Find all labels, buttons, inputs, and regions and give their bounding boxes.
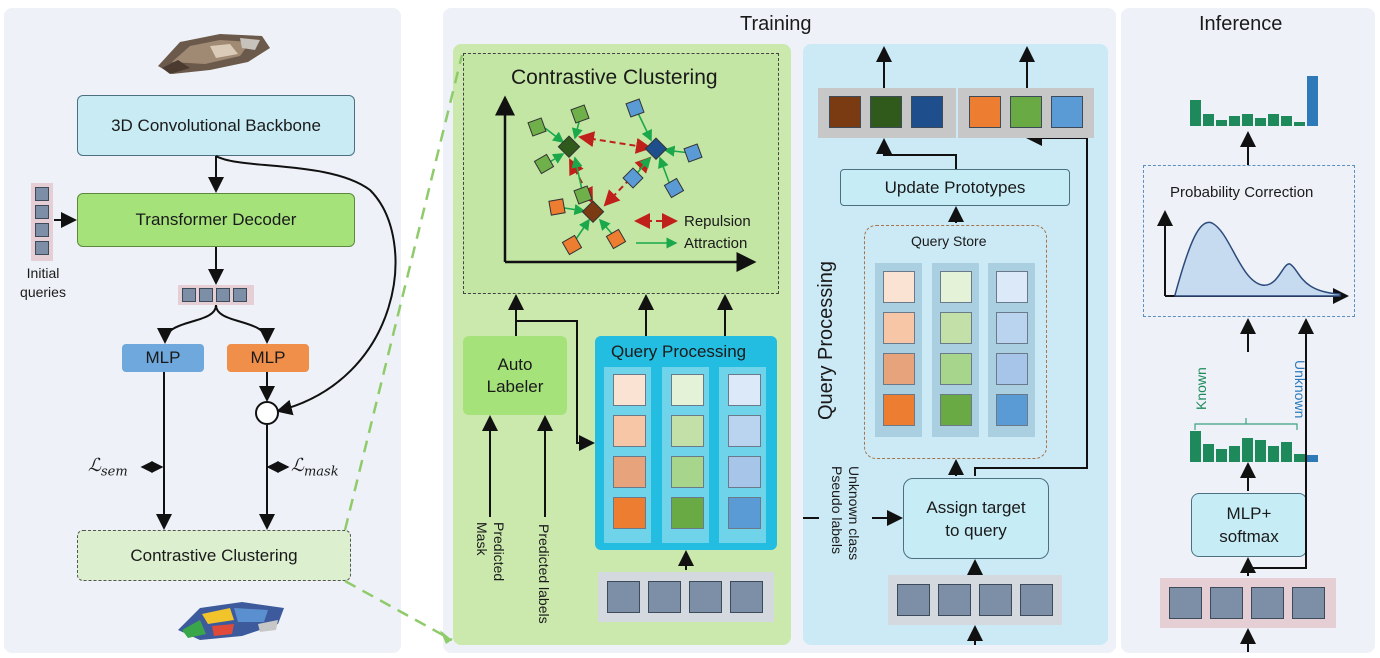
store-square [996, 271, 1028, 303]
dot-product-circle [255, 401, 279, 425]
left-arrows [54, 155, 397, 530]
softmax-histogram-bar [1229, 446, 1240, 462]
query-square [671, 456, 704, 488]
loss-symbol: ℒ [88, 455, 101, 476]
softmax-histogram-bar [1203, 444, 1214, 462]
prototype-square [1051, 96, 1083, 128]
output-histogram-bar [1255, 118, 1266, 126]
output-histogram-bar [1229, 116, 1240, 126]
query-square [979, 584, 1012, 616]
loss-sem-label: ℒsem [88, 455, 128, 480]
store-square [883, 353, 915, 385]
query-square [728, 456, 761, 488]
inference-title: Inference [1199, 13, 1283, 35]
training-title: Training [740, 13, 812, 35]
initial-queries-label: Initial queries [20, 265, 66, 300]
softmax-histogram-bar [1281, 442, 1292, 462]
loss-mask-subscript: mask [303, 464, 339, 480]
output-histogram-bar [1242, 114, 1253, 126]
query-square [1020, 584, 1053, 616]
store-square [940, 394, 972, 426]
output-histogram-bar [1203, 114, 1214, 126]
softmax-histogram-bar [1190, 431, 1201, 462]
update-prototypes-box: Update Prototypes [840, 169, 1070, 206]
assign-target-box: Assign target to query [903, 478, 1049, 559]
auto-labeler-box: Auto Labeler [463, 336, 567, 415]
softmax-histogram-bar [1268, 446, 1279, 462]
query-square [938, 584, 971, 616]
point-cloud-output-image [178, 602, 284, 640]
query-square [730, 581, 763, 613]
softmax-histogram-bar [1216, 449, 1227, 462]
repulsion-label: Repulsion [684, 213, 751, 230]
contrastive-clustering-box: Contrastive Clustering [77, 530, 351, 581]
prototype-square [911, 96, 943, 128]
query-square [1169, 587, 1202, 619]
query-store-box [864, 225, 1047, 459]
store-square [996, 312, 1028, 344]
query-square [607, 581, 640, 613]
softmax-histogram-bar [1294, 454, 1305, 462]
output-histogram-bar [1268, 114, 1279, 126]
zoom-lines [343, 54, 464, 642]
probability-curve [1157, 210, 1349, 304]
loss-mask-label: ℒmask [291, 455, 339, 480]
mlp-softmax-box: MLP+ softmax [1191, 493, 1307, 557]
store-square [940, 271, 972, 303]
query-square [1292, 587, 1325, 619]
store-square [883, 271, 915, 303]
store-square [940, 353, 972, 385]
output-histogram-bar [1190, 100, 1201, 126]
contrastive-plot-title: Contrastive Clustering [511, 66, 718, 89]
softmax-histogram-bar [1307, 455, 1318, 462]
probability-correction-box [1143, 165, 1355, 317]
query-square [671, 374, 704, 406]
backbone-box: 3D Convolutional Backbone [77, 95, 355, 156]
query-square [613, 415, 646, 447]
prototype-square [1010, 96, 1042, 128]
query-square [689, 581, 722, 613]
transformer-decoder-box: Transformer Decoder [77, 193, 355, 247]
loss-sem-subscript: sem [100, 464, 128, 480]
output-histogram-bar [1281, 116, 1292, 126]
output-queries-row [178, 285, 254, 305]
prototype-square [969, 96, 1001, 128]
mlp-semantic-box: MLP [122, 344, 204, 372]
query-square [728, 497, 761, 529]
query-processing-title: Query Processing [611, 342, 747, 361]
softmax-histogram-bar [1242, 438, 1253, 462]
query-square [671, 497, 704, 529]
prototype-square [829, 96, 861, 128]
store-square [996, 394, 1028, 426]
output-histogram-bar [1294, 122, 1305, 126]
store-square [883, 394, 915, 426]
query-square [613, 497, 646, 529]
query-square [1210, 587, 1243, 619]
query-square [728, 415, 761, 447]
store-square [996, 353, 1028, 385]
mlp-mask-box: MLP [227, 344, 309, 372]
query-square [648, 581, 681, 613]
query-square [728, 374, 761, 406]
query-square [1251, 587, 1284, 619]
softmax-histogram-bar [1255, 440, 1266, 462]
prototype-square [870, 96, 902, 128]
store-square [883, 312, 915, 344]
probability-correction-label: Probability Correction [1170, 184, 1314, 201]
query-square [897, 584, 930, 616]
output-histogram-bar [1307, 76, 1318, 126]
query-square [613, 374, 646, 406]
loss-symbol: ℒ [291, 455, 304, 476]
query-store-label: Query Store [911, 233, 987, 249]
query-square [613, 456, 646, 488]
point-cloud-input-image [158, 34, 270, 74]
output-histogram-bar [1216, 120, 1227, 126]
store-square [940, 312, 972, 344]
initial-queries-stack [31, 183, 53, 261]
attraction-label: Attraction [684, 235, 748, 252]
query-square [671, 415, 704, 447]
